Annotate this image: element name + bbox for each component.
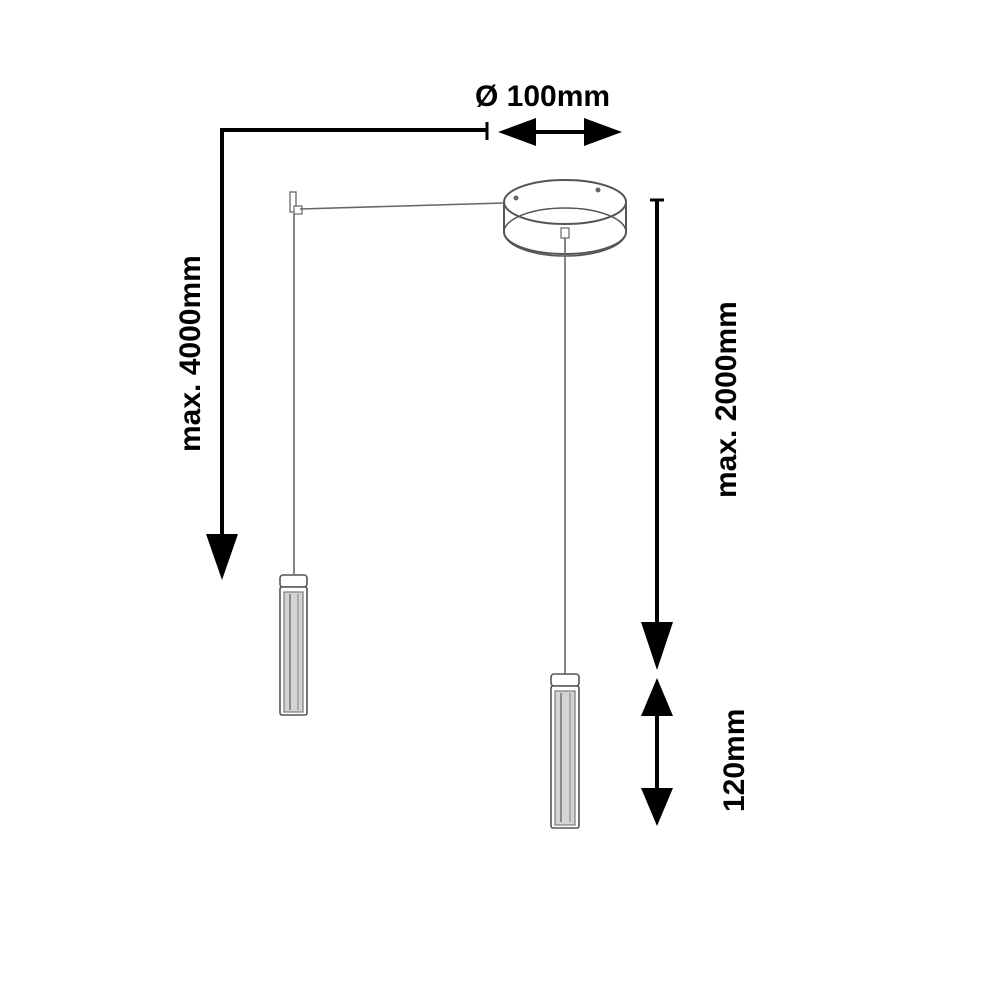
canopy-cable-grip: [560, 227, 570, 239]
max-height-dimension: max. 2000mm: [641, 198, 743, 670]
shade-height-label: 120mm: [718, 709, 751, 812]
right-pendant-lamp: [550, 238, 580, 829]
canopy-screw-icon: [513, 195, 519, 201]
canopy-screw-icon: [595, 187, 601, 193]
diameter-dimension: Ø 100mm: [475, 80, 622, 146]
max-cable-length-label: max. 4000mm: [174, 255, 207, 452]
cable-length-arrow-head: [206, 534, 238, 580]
height-arrow-head: [641, 622, 673, 670]
diameter-arrow-right-head: [584, 118, 622, 146]
diameter-arrow-left-head: [498, 118, 536, 146]
left-pendant-lamp: [279, 214, 308, 716]
max-cable-length-dimension: max. 4000mm: [174, 122, 489, 580]
shade-height-arrow-up: [641, 678, 673, 716]
side-cable-hook: [289, 191, 505, 215]
max-height-label: max. 2000mm: [710, 301, 743, 498]
shade-height-arrow-down: [641, 788, 673, 826]
diameter-label: Ø 100mm: [475, 80, 610, 113]
horizontal-cable: [299, 202, 505, 210]
shade-height-dimension: 120mm: [641, 678, 751, 826]
